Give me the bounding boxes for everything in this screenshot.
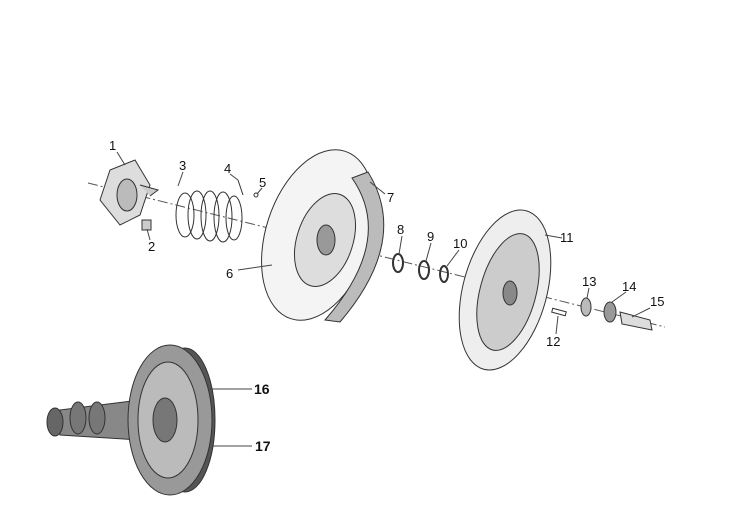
- part-4-pin: [237, 179, 244, 196]
- callout-8: 8: [397, 222, 405, 237]
- part-2-bush: [141, 219, 152, 231]
- part-1-bracket: [99, 159, 160, 226]
- part-12-key: [551, 307, 567, 317]
- part-9-washer: [418, 260, 430, 280]
- callout-7: 7: [387, 190, 395, 205]
- part-13-washer: [580, 297, 592, 317]
- callout-9: 9: [427, 229, 435, 244]
- callout-1: 1: [109, 138, 117, 153]
- callout-4: 4: [224, 161, 232, 176]
- part-6-sheave: [261, 149, 375, 321]
- part-15-bolt: [619, 311, 653, 331]
- callout-5: 5: [259, 175, 267, 190]
- callout-13: 13: [582, 274, 597, 289]
- callout-3: 3: [179, 158, 187, 173]
- part-10-washer: [439, 265, 449, 283]
- assembly-view: [46, 344, 216, 496]
- part-7-ring: [324, 171, 385, 323]
- part-3-spring: [175, 190, 243, 243]
- callout-2: 2: [148, 239, 156, 254]
- callout-10: 10: [453, 236, 468, 251]
- callout-11: 11: [560, 230, 574, 245]
- callout-14: 14: [622, 279, 637, 294]
- part-5-clip: [253, 192, 259, 198]
- callout-15: 15: [650, 294, 665, 309]
- part-8-bearing: [392, 253, 404, 273]
- callout-12: 12: [546, 334, 561, 349]
- callout-16: 16: [254, 381, 270, 397]
- part-11-pulley-half: [458, 209, 552, 371]
- part-14-cover: [603, 301, 617, 323]
- callout-6: 6: [226, 266, 234, 281]
- callout-17: 17: [255, 438, 271, 454]
